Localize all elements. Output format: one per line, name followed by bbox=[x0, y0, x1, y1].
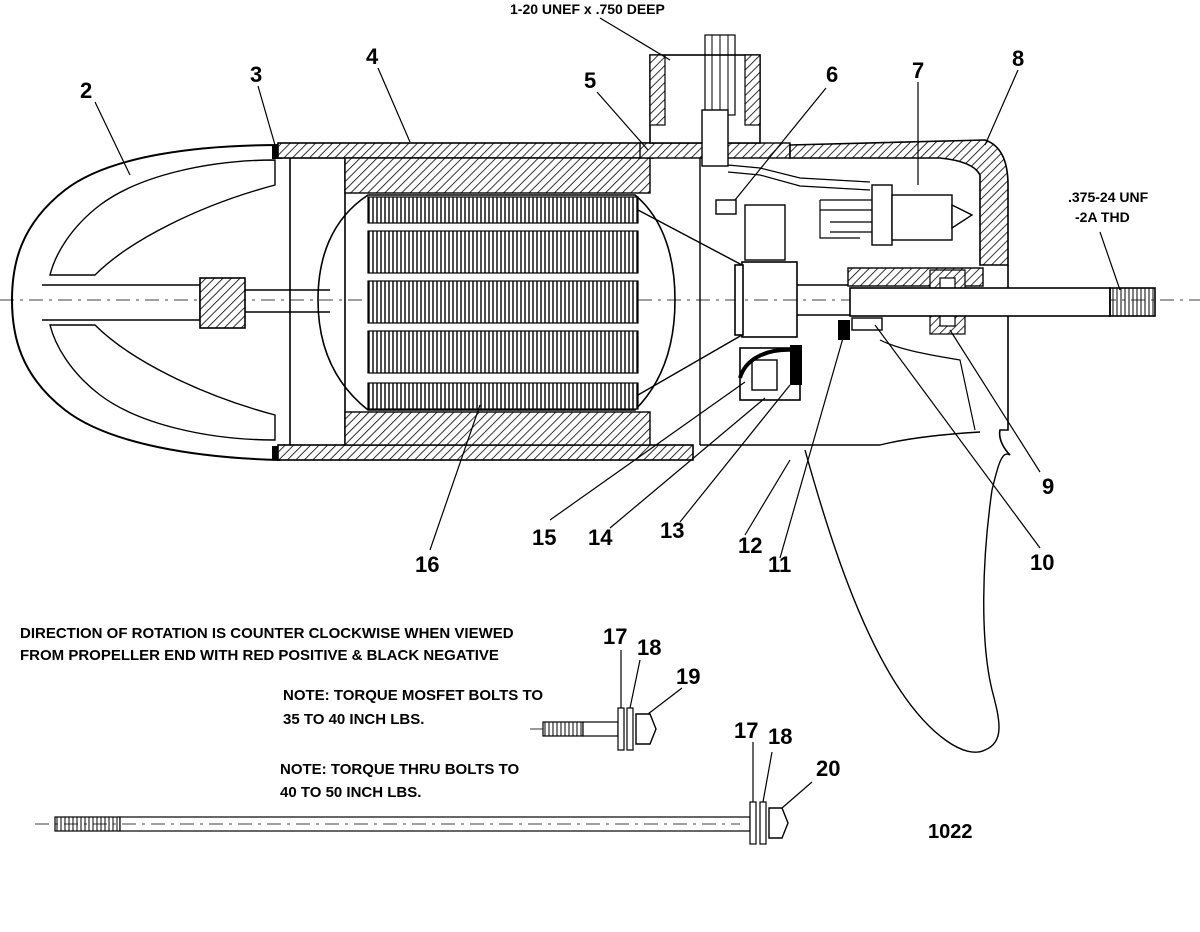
mosfet-bolt bbox=[530, 650, 683, 751]
o-ring-lower bbox=[272, 446, 282, 460]
callout-17a: 17 bbox=[603, 624, 627, 649]
leader-lines bbox=[94, 17, 1121, 559]
mosfet-module bbox=[715, 184, 974, 261]
thread-spec-top: 1-20 UNEF x .750 DEEP bbox=[510, 1, 665, 17]
callout-20: 20 bbox=[816, 756, 840, 781]
callout-14: 14 bbox=[588, 525, 613, 550]
bearings bbox=[838, 269, 966, 340]
brush-assembly bbox=[738, 345, 802, 401]
callout-15: 15 bbox=[532, 525, 556, 550]
rotation-note-line-1: DIRECTION OF ROTATION IS COUNTER CLOCKWI… bbox=[20, 625, 514, 642]
figure-number: 1022 bbox=[928, 821, 973, 843]
magnets bbox=[344, 157, 651, 446]
callout-3: 3 bbox=[250, 62, 262, 87]
output-shaft bbox=[849, 287, 1156, 317]
callout-6: 6 bbox=[826, 62, 838, 87]
callout-17b: 17 bbox=[734, 718, 758, 743]
callout-8: 8 bbox=[1012, 46, 1024, 71]
callout-18a: 18 bbox=[637, 635, 661, 660]
rotation-note-line-2: FROM PROPELLER END WITH RED POSITIVE & B… bbox=[20, 647, 499, 664]
callout-13: 13 bbox=[660, 518, 684, 543]
thread-spec-shaft-line-1: .375-24 UNF bbox=[1068, 189, 1149, 205]
callout-16: 16 bbox=[415, 552, 439, 577]
callout-18b: 18 bbox=[768, 724, 792, 749]
armature bbox=[317, 194, 743, 411]
callout-19: 19 bbox=[676, 664, 700, 689]
callout-4: 4 bbox=[366, 44, 379, 69]
thru-note-line-1: NOTE: TORQUE THRU BOLTS TO bbox=[280, 761, 519, 778]
callout-10: 10 bbox=[1030, 550, 1054, 575]
thru-note-line-2: 40 TO 50 INCH LBS. bbox=[280, 784, 421, 801]
mosfet-note-line-2: 35 TO 40 INCH LBS. bbox=[283, 711, 424, 728]
mosfet-note-line-1: NOTE: TORQUE MOSFET BOLTS TO bbox=[283, 687, 543, 704]
o-ring bbox=[272, 145, 282, 159]
thread-spec-shaft-line-2: -2A THD bbox=[1075, 209, 1130, 225]
callout-11: 11 bbox=[768, 552, 791, 577]
callout-9: 9 bbox=[1042, 474, 1054, 499]
nose-cone bbox=[10, 144, 330, 461]
thru-bolt bbox=[35, 742, 813, 845]
commutator bbox=[734, 261, 850, 338]
callout-5: 5 bbox=[584, 68, 596, 93]
callout-2: 2 bbox=[80, 78, 92, 103]
callout-12: 12 bbox=[738, 533, 762, 558]
callout-7: 7 bbox=[912, 58, 924, 83]
propeller-blade bbox=[804, 449, 1011, 753]
wire-gland bbox=[649, 34, 871, 191]
